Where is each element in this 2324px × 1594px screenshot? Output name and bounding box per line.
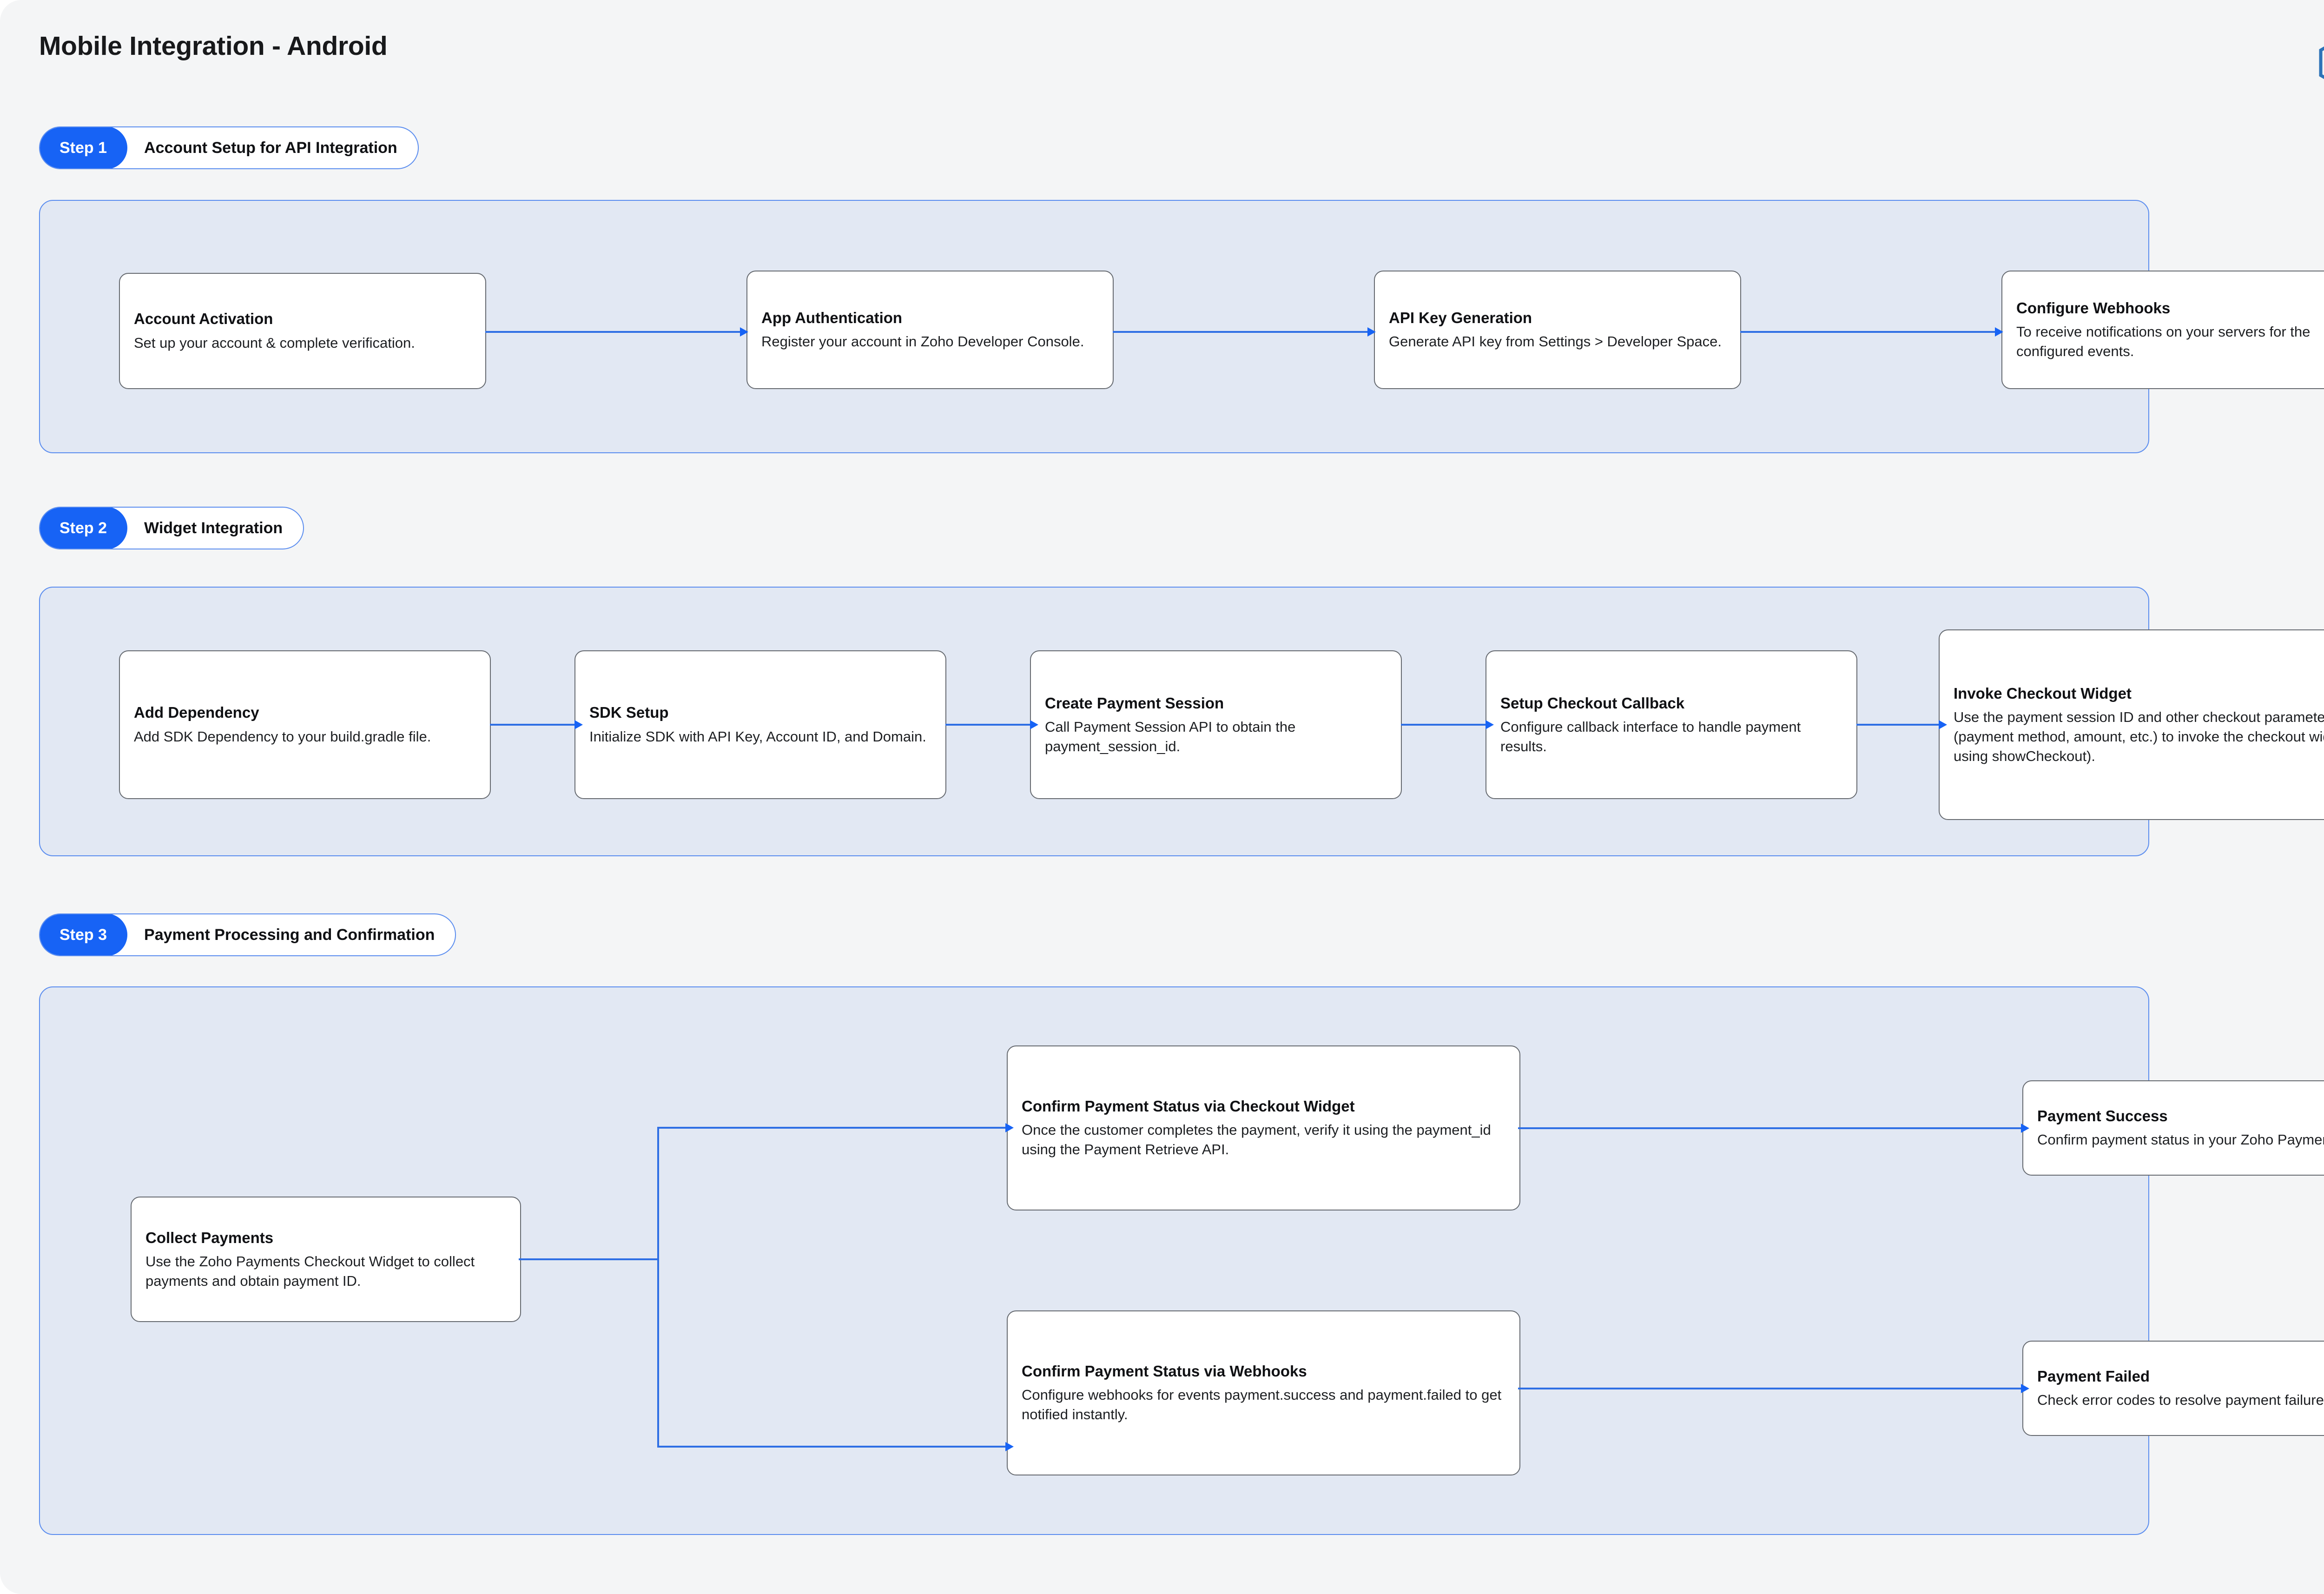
- card-description: Configure webhooks for events payment.su…: [1022, 1387, 1502, 1423]
- card-title: Confirm Payment Status via Checkout Widg…: [1022, 1098, 1355, 1115]
- connector-arrow-3-success: [1518, 1124, 2029, 1133]
- zoho-payments-logo: Zoho Payments: [2317, 36, 2324, 89]
- step-1-card-1[interactable]: Account Activation Set up your account &…: [119, 273, 486, 389]
- step-3-header[interactable]: Step 3 Payment Processing and Confirmati…: [39, 913, 456, 956]
- step-2-card-1[interactable]: Add Dependency Add SDK Dependency to you…: [119, 650, 491, 799]
- connector-arrow-3-failed: [1518, 1384, 2029, 1393]
- step-3-card-confirm-checkout-widget[interactable]: Confirm Payment Status via Checkout Widg…: [1007, 1045, 1520, 1210]
- card-description: Add SDK Dependency to your build.gradle …: [134, 728, 431, 745]
- card-description: Generate API key from Settings > Develop…: [1389, 333, 1722, 350]
- card-title: SDK Setup: [589, 704, 669, 721]
- card-title: Add Dependency: [134, 704, 259, 721]
- connector-arrow-2-1: [490, 720, 583, 729]
- page-title: Mobile Integration - Android: [39, 31, 388, 61]
- card-title: Payment Success: [2037, 1107, 2168, 1124]
- connector-arrow-2-4: [1856, 720, 1947, 729]
- step-1-card-3[interactable]: API Key Generation Generate API key from…: [1374, 271, 1741, 389]
- step-3-card-payment-failed[interactable]: Payment Failed Check error codes to reso…: [2022, 1341, 2324, 1436]
- step-3-card-confirm-webhooks[interactable]: Confirm Payment Status via Webhooks Conf…: [1007, 1310, 1520, 1475]
- card-title: Configure Webhooks: [2016, 299, 2171, 317]
- card-description: Use the Zoho Payments Checkout Widget to…: [145, 1253, 475, 1289]
- card-title: App Authentication: [761, 309, 903, 326]
- card-description: Call Payment Session API to obtain the p…: [1045, 718, 1296, 754]
- connector-arrow-2-2: [945, 720, 1038, 729]
- step-2-card-5[interactable]: Invoke Checkout Widget Use the payment s…: [1939, 629, 2324, 820]
- card-title: Collect Payments: [145, 1229, 274, 1246]
- step-2-header[interactable]: Step 2 Widget Integration: [39, 507, 304, 549]
- card-description: Initialize SDK with API Key, Account ID,…: [589, 728, 926, 745]
- step-2-title: Widget Integration: [144, 519, 283, 537]
- step-3-panel: Collect Payments Use the Zoho Payments C…: [39, 986, 2324, 1535]
- card-title: Account Activation: [134, 310, 273, 328]
- step-1-card-4[interactable]: Configure Webhooks To receive notificati…: [2001, 271, 2324, 389]
- card-title: Invoke Checkout Widget: [1954, 684, 2132, 702]
- step-2-card-3[interactable]: Create Payment Session Call Payment Sess…: [1030, 650, 1402, 799]
- card-description: Register your account in Zoho Developer …: [761, 333, 1084, 350]
- card-title: Create Payment Session: [1045, 694, 1224, 712]
- card-description: Confirm payment status in your Zoho Paym…: [2037, 1131, 2324, 1148]
- card-description: Once the customer completes the payment,…: [1022, 1122, 1491, 1158]
- card-title: Confirm Payment Status via Webhooks: [1022, 1363, 1307, 1380]
- card-description: Set up your account & complete verificat…: [134, 334, 415, 351]
- step-3-badge: Step 3: [40, 914, 128, 955]
- step-1-header[interactable]: Step 1 Account Setup for API Integration: [39, 126, 419, 169]
- zoho-hexagon-logo-icon: [2319, 46, 2324, 79]
- step-3-title: Payment Processing and Confirmation: [144, 926, 435, 944]
- step-2-card-2[interactable]: SDK Setup Initialize SDK with API Key, A…: [574, 650, 946, 799]
- step-1-panel: Account Activation Set up your account &…: [39, 200, 2324, 453]
- card-description: Configure callback interface to handle p…: [1500, 718, 1801, 754]
- connector-arrow-2-3: [1401, 720, 1494, 729]
- step-1-badge: Step 1: [40, 127, 128, 168]
- connector-branch-collect-to-confirm: [519, 1123, 1014, 1451]
- card-title: Payment Failed: [2037, 1367, 2150, 1385]
- step-1-card-2[interactable]: App Authentication Register your account…: [746, 271, 1114, 389]
- connector-arrow-1-3: [1740, 327, 2003, 337]
- connector-arrow-1-2: [1113, 327, 1376, 337]
- step-1-title: Account Setup for API Integration: [144, 139, 397, 157]
- step-2-card-4[interactable]: Setup Checkout Callback Configure callba…: [1486, 650, 1857, 799]
- card-title: API Key Generation: [1389, 309, 1532, 326]
- card-description: Use the payment session ID and other che…: [1954, 708, 2324, 764]
- step-3-card-collect-payments[interactable]: Collect Payments Use the Zoho Payments C…: [131, 1197, 521, 1322]
- card-description: Check error codes to resolve payment fai…: [2037, 1392, 2324, 1409]
- step-2-badge: Step 2: [40, 508, 128, 549]
- step-3-card-payment-success[interactable]: Payment Success Confirm payment status i…: [2022, 1080, 2324, 1176]
- step-2-panel: Add Dependency Add SDK Dependency to you…: [39, 587, 2324, 856]
- card-title: Setup Checkout Callback: [1500, 694, 1685, 712]
- connector-arrow-1-1: [485, 327, 748, 337]
- card-description: To receive notifications on your servers…: [2016, 324, 2311, 360]
